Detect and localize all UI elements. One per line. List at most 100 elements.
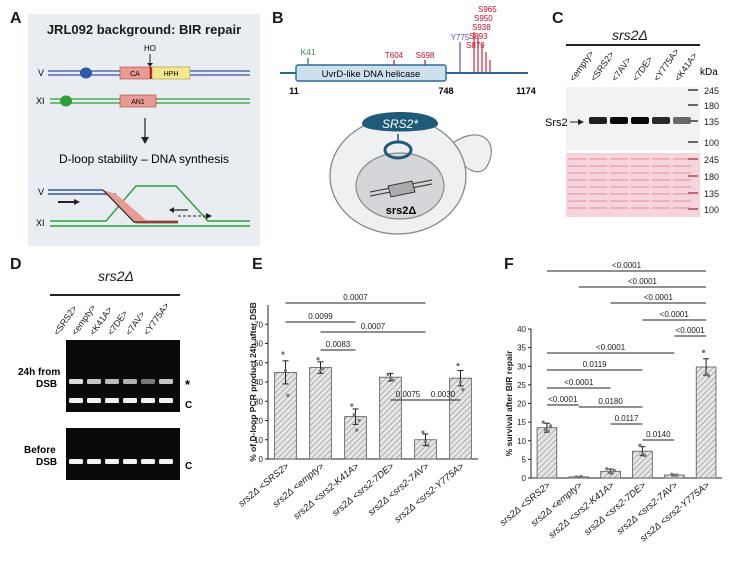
centromere-xi — [60, 95, 72, 107]
ponceau-band — [610, 207, 628, 209]
site-s950: S950 — [474, 14, 493, 23]
srs2-band — [673, 117, 691, 124]
ladder-band — [688, 192, 698, 194]
gel-band-star — [87, 379, 101, 384]
y-tick-label: 0 — [522, 474, 527, 483]
ponceau-band — [673, 200, 691, 202]
comparison-label: <0.0001 — [596, 343, 626, 352]
synthesis-arrow — [206, 213, 212, 219]
comparison-label: 0.0083 — [326, 340, 351, 349]
ponceau-band — [652, 207, 670, 209]
ponceau-band — [589, 207, 607, 209]
deletion-box — [387, 180, 416, 198]
gel-band-c-before — [105, 459, 119, 464]
ponceau-band — [673, 158, 691, 160]
d-loop-xi-label: XI — [36, 218, 45, 228]
an1-label: AN1 — [131, 99, 145, 106]
data-point — [283, 368, 288, 373]
data-point — [672, 473, 676, 477]
panel-d-header-line — [50, 294, 180, 296]
data-point — [577, 475, 581, 479]
site-s938: S938 — [472, 23, 491, 32]
gel-band-c — [159, 398, 173, 403]
data-point — [321, 366, 325, 371]
comparison-label: <0.0001 — [548, 395, 578, 404]
data-point — [421, 430, 425, 434]
gel-band-star — [123, 379, 137, 384]
ponceau-band — [652, 193, 670, 195]
ponceau-band — [652, 200, 670, 202]
comparison-label: <0.0001 — [564, 378, 594, 387]
data-point — [610, 471, 614, 476]
data-point — [546, 429, 550, 434]
ladder-band — [688, 158, 698, 160]
d-loop-invading-strand — [102, 189, 178, 223]
bar — [536, 427, 558, 479]
data-point — [706, 373, 711, 378]
ponceau-band — [652, 158, 670, 160]
ladder-band — [688, 89, 698, 91]
y-axis-label: % survival after BIR repair — [504, 350, 514, 457]
comparison-label: 0.0007 — [361, 322, 386, 331]
ponceau-band — [568, 179, 586, 181]
y-tick-label: 20 — [517, 400, 526, 409]
gel-band-c — [123, 398, 137, 403]
data-point — [391, 378, 395, 382]
data-point — [461, 388, 465, 392]
d-loop-v-label: V — [38, 187, 44, 197]
panel-label-f: F — [504, 256, 514, 273]
star-label: * — [185, 377, 191, 392]
comparison-label: 0.0007 — [343, 293, 368, 302]
ponceau-band — [631, 172, 649, 174]
ponceau-band — [589, 186, 607, 188]
primer-xi-head — [169, 207, 174, 213]
data-point — [350, 403, 354, 407]
c-label-top: C — [185, 400, 192, 411]
data-point — [357, 418, 361, 423]
ponceau-band — [673, 193, 691, 195]
data-point — [316, 357, 320, 361]
ladder-label-bottom: 180 — [704, 172, 719, 182]
strain-label: srs2Δ — [386, 205, 417, 217]
ho-label: HO — [144, 44, 156, 53]
ponceau-band — [589, 200, 607, 202]
gel-band-c — [87, 398, 101, 403]
ponceau-band — [631, 193, 649, 195]
data-point — [640, 452, 645, 456]
row-24h-line1: 24h from — [18, 367, 60, 378]
y-tick-label: 25 — [517, 381, 526, 390]
ladder-label-bottom: 245 — [704, 155, 719, 165]
y-tick-label: 20 — [254, 417, 263, 426]
ponceau-band — [673, 165, 691, 167]
chr-v-label: V — [38, 68, 44, 78]
ponceau-band — [631, 186, 649, 188]
ponceau-band — [673, 179, 691, 181]
gel-band-star — [159, 379, 173, 384]
data-point — [458, 380, 463, 384]
gel-band-c — [69, 398, 83, 403]
plasmid-ring — [383, 140, 413, 160]
data-point — [355, 428, 359, 432]
step-arrow-head — [141, 137, 149, 144]
comparison-label: 0.0030 — [431, 390, 456, 399]
srs2-arrow-head — [578, 119, 584, 125]
panel-c-blot: <empty><SRS2><7AV><7DE><Y775A><K41A> kDa… — [545, 47, 719, 217]
chr-xi-label: XI — [36, 96, 45, 106]
y-tick-label: 60 — [254, 340, 263, 349]
ladder-label-top: 180 — [704, 101, 719, 111]
ponceau-band — [610, 200, 628, 202]
data-point — [456, 363, 460, 367]
ponceau-band — [631, 200, 649, 202]
data-point — [701, 349, 706, 353]
site-s879: S879 — [466, 41, 485, 50]
plasmid-label-box — [362, 112, 438, 132]
gel-band-c — [141, 398, 155, 403]
gel-band-c-before — [87, 459, 101, 464]
y-tick-label: 15 — [517, 418, 526, 427]
y-tick-label: 30 — [254, 397, 263, 406]
data-point — [605, 467, 609, 471]
srs2-band — [610, 117, 628, 124]
